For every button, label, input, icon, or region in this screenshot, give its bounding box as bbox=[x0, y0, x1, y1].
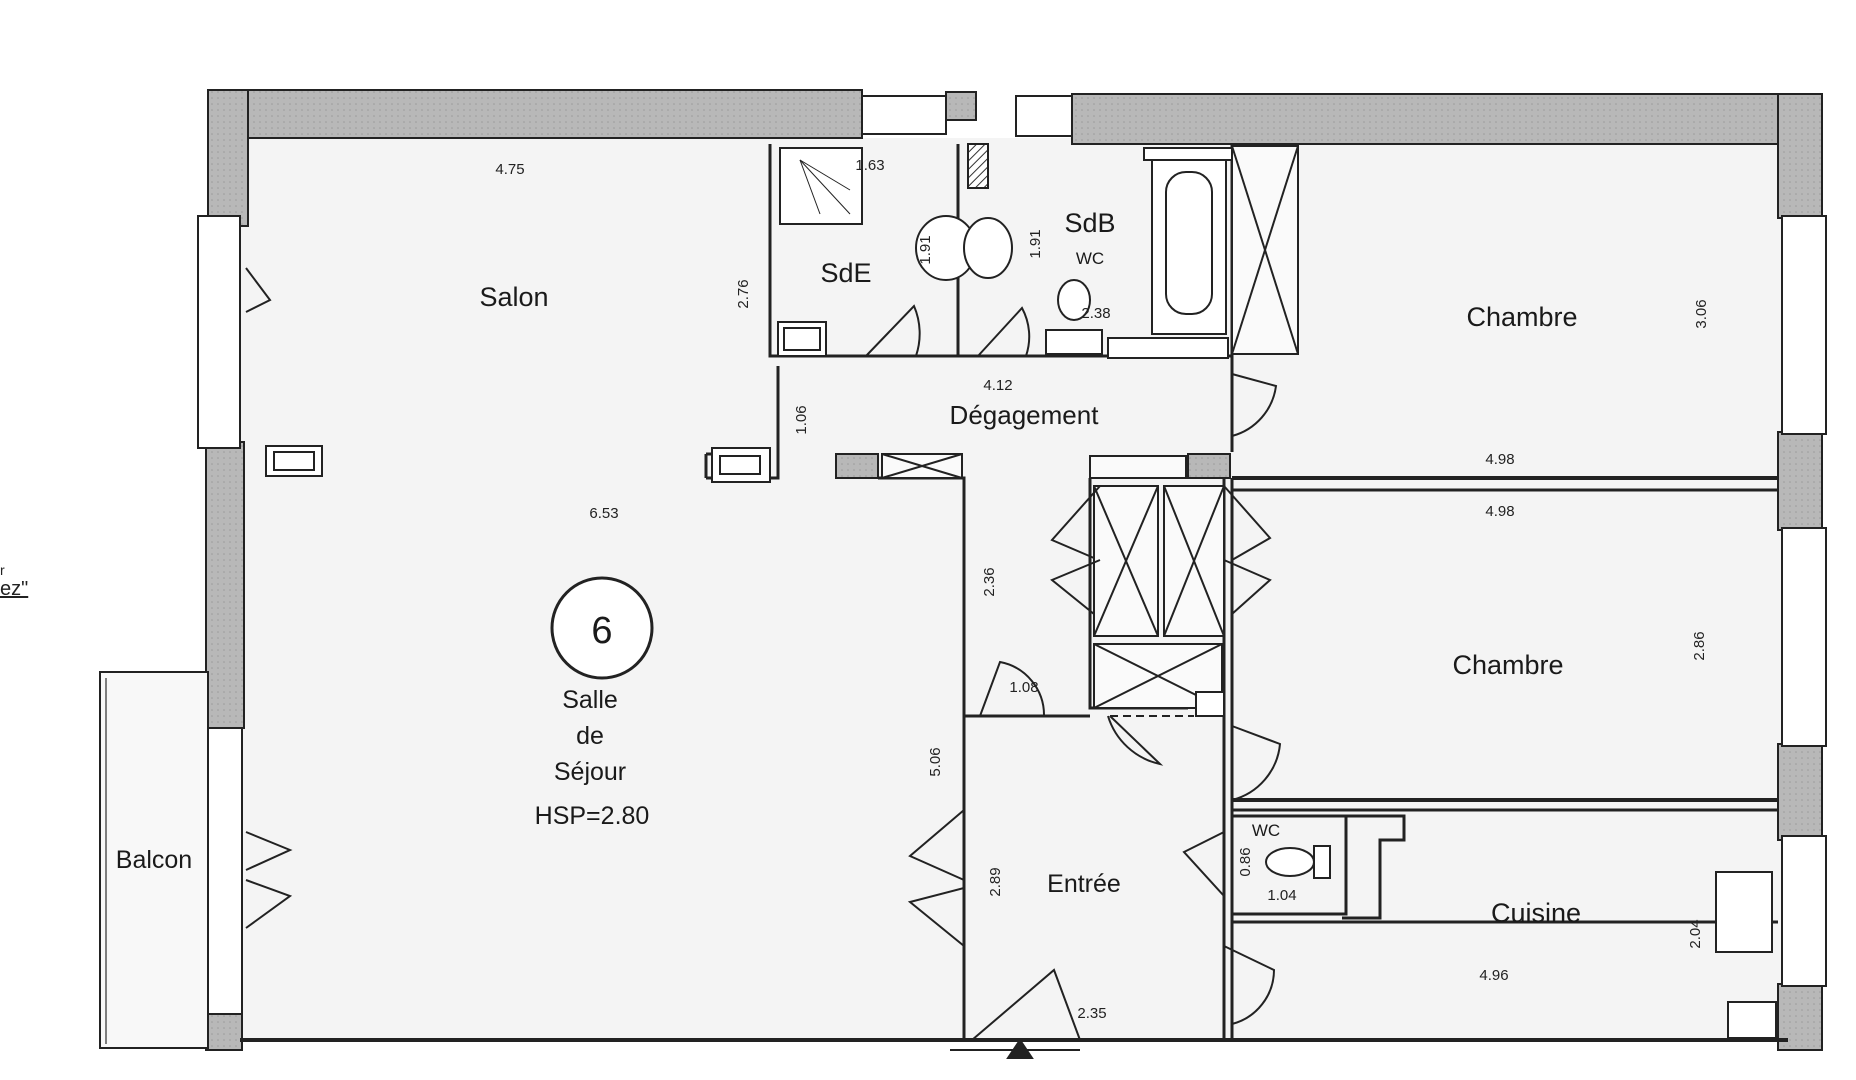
room-label-entree: Entrée bbox=[1047, 870, 1121, 898]
room-label-chambre-2: Chambre bbox=[1452, 650, 1563, 680]
dim-chambre2-width: 4.98 bbox=[1485, 503, 1514, 520]
dim-entree-depth: 2.89 bbox=[987, 867, 1004, 896]
dim-sde-width: 1.63 bbox=[855, 157, 884, 174]
room-label-cuisine: Cuisine bbox=[1491, 898, 1581, 928]
margin-mark-bottom: ez" bbox=[0, 578, 29, 600]
floor-area bbox=[240, 138, 1788, 1038]
room-label-balcon: Balcon bbox=[116, 846, 192, 874]
room-label-sejour-line1: Salle bbox=[562, 686, 618, 714]
dim-sejour-depth: 5.06 bbox=[927, 747, 944, 776]
dim-chambre1-depth: 3.06 bbox=[1693, 299, 1710, 328]
room-label-sejour-line2: de bbox=[576, 722, 604, 750]
dim-degagement-width: 4.12 bbox=[983, 377, 1012, 394]
entrance-marker bbox=[950, 1038, 1080, 1059]
dim-sdb-width: 2.38 bbox=[1081, 305, 1110, 322]
room-label-sdb: SdB bbox=[1064, 208, 1115, 238]
bathroom-fixtures bbox=[779, 147, 1773, 953]
room-number-badge bbox=[550, 576, 654, 680]
dim-cuisine-width: 4.96 bbox=[1479, 967, 1508, 984]
dim-salon-depth: 2.76 bbox=[735, 279, 752, 308]
dim-hall-depth: 2.36 bbox=[981, 567, 998, 596]
balcony-outline bbox=[99, 671, 209, 1049]
radiators bbox=[265, 321, 1777, 1039]
cupboards bbox=[881, 145, 1299, 709]
door-swings bbox=[245, 267, 1282, 1041]
dim-wc-depth: 0.86 bbox=[1237, 847, 1254, 876]
interior-walls bbox=[704, 144, 1778, 1040]
room-number: 6 bbox=[591, 610, 612, 652]
room-label-sejour-line3: Séjour bbox=[554, 758, 626, 786]
room-label-salon: Salon bbox=[479, 282, 548, 312]
ceiling-height-label: HSP=2.80 bbox=[535, 802, 650, 830]
room-label-wc: WC bbox=[1252, 821, 1280, 840]
room-label-degagement: Dégagement bbox=[950, 400, 1100, 430]
dim-cuisine-depth: 2.04 bbox=[1687, 919, 1704, 948]
dim-sejour-width: 6.53 bbox=[589, 505, 618, 522]
dim-wc-width: 1.04 bbox=[1267, 887, 1296, 904]
dim-degagement-depth: 1.06 bbox=[793, 405, 810, 434]
room-label-chambre-1: Chambre bbox=[1466, 302, 1577, 332]
wall-posts bbox=[835, 91, 1231, 479]
margin-mark-top: r bbox=[0, 562, 5, 578]
dim-hall-width: 1.08 bbox=[1009, 679, 1038, 696]
dim-sdb-depth: 1.91 bbox=[1027, 229, 1044, 258]
dim-salon-width: 4.75 bbox=[495, 161, 524, 178]
dim-chambre2-depth: 2.86 bbox=[1691, 631, 1708, 660]
door-openings bbox=[850, 355, 1194, 717]
dim-entree-width: 2.35 bbox=[1077, 1005, 1106, 1022]
duct-hatched bbox=[967, 143, 989, 189]
dim-chambre1-width: 4.98 bbox=[1485, 451, 1514, 468]
room-label-sdb-wc: WC bbox=[1076, 249, 1104, 268]
dim-sde-depth: 1.91 bbox=[917, 235, 934, 264]
room-label-sde: SdE bbox=[820, 258, 871, 288]
